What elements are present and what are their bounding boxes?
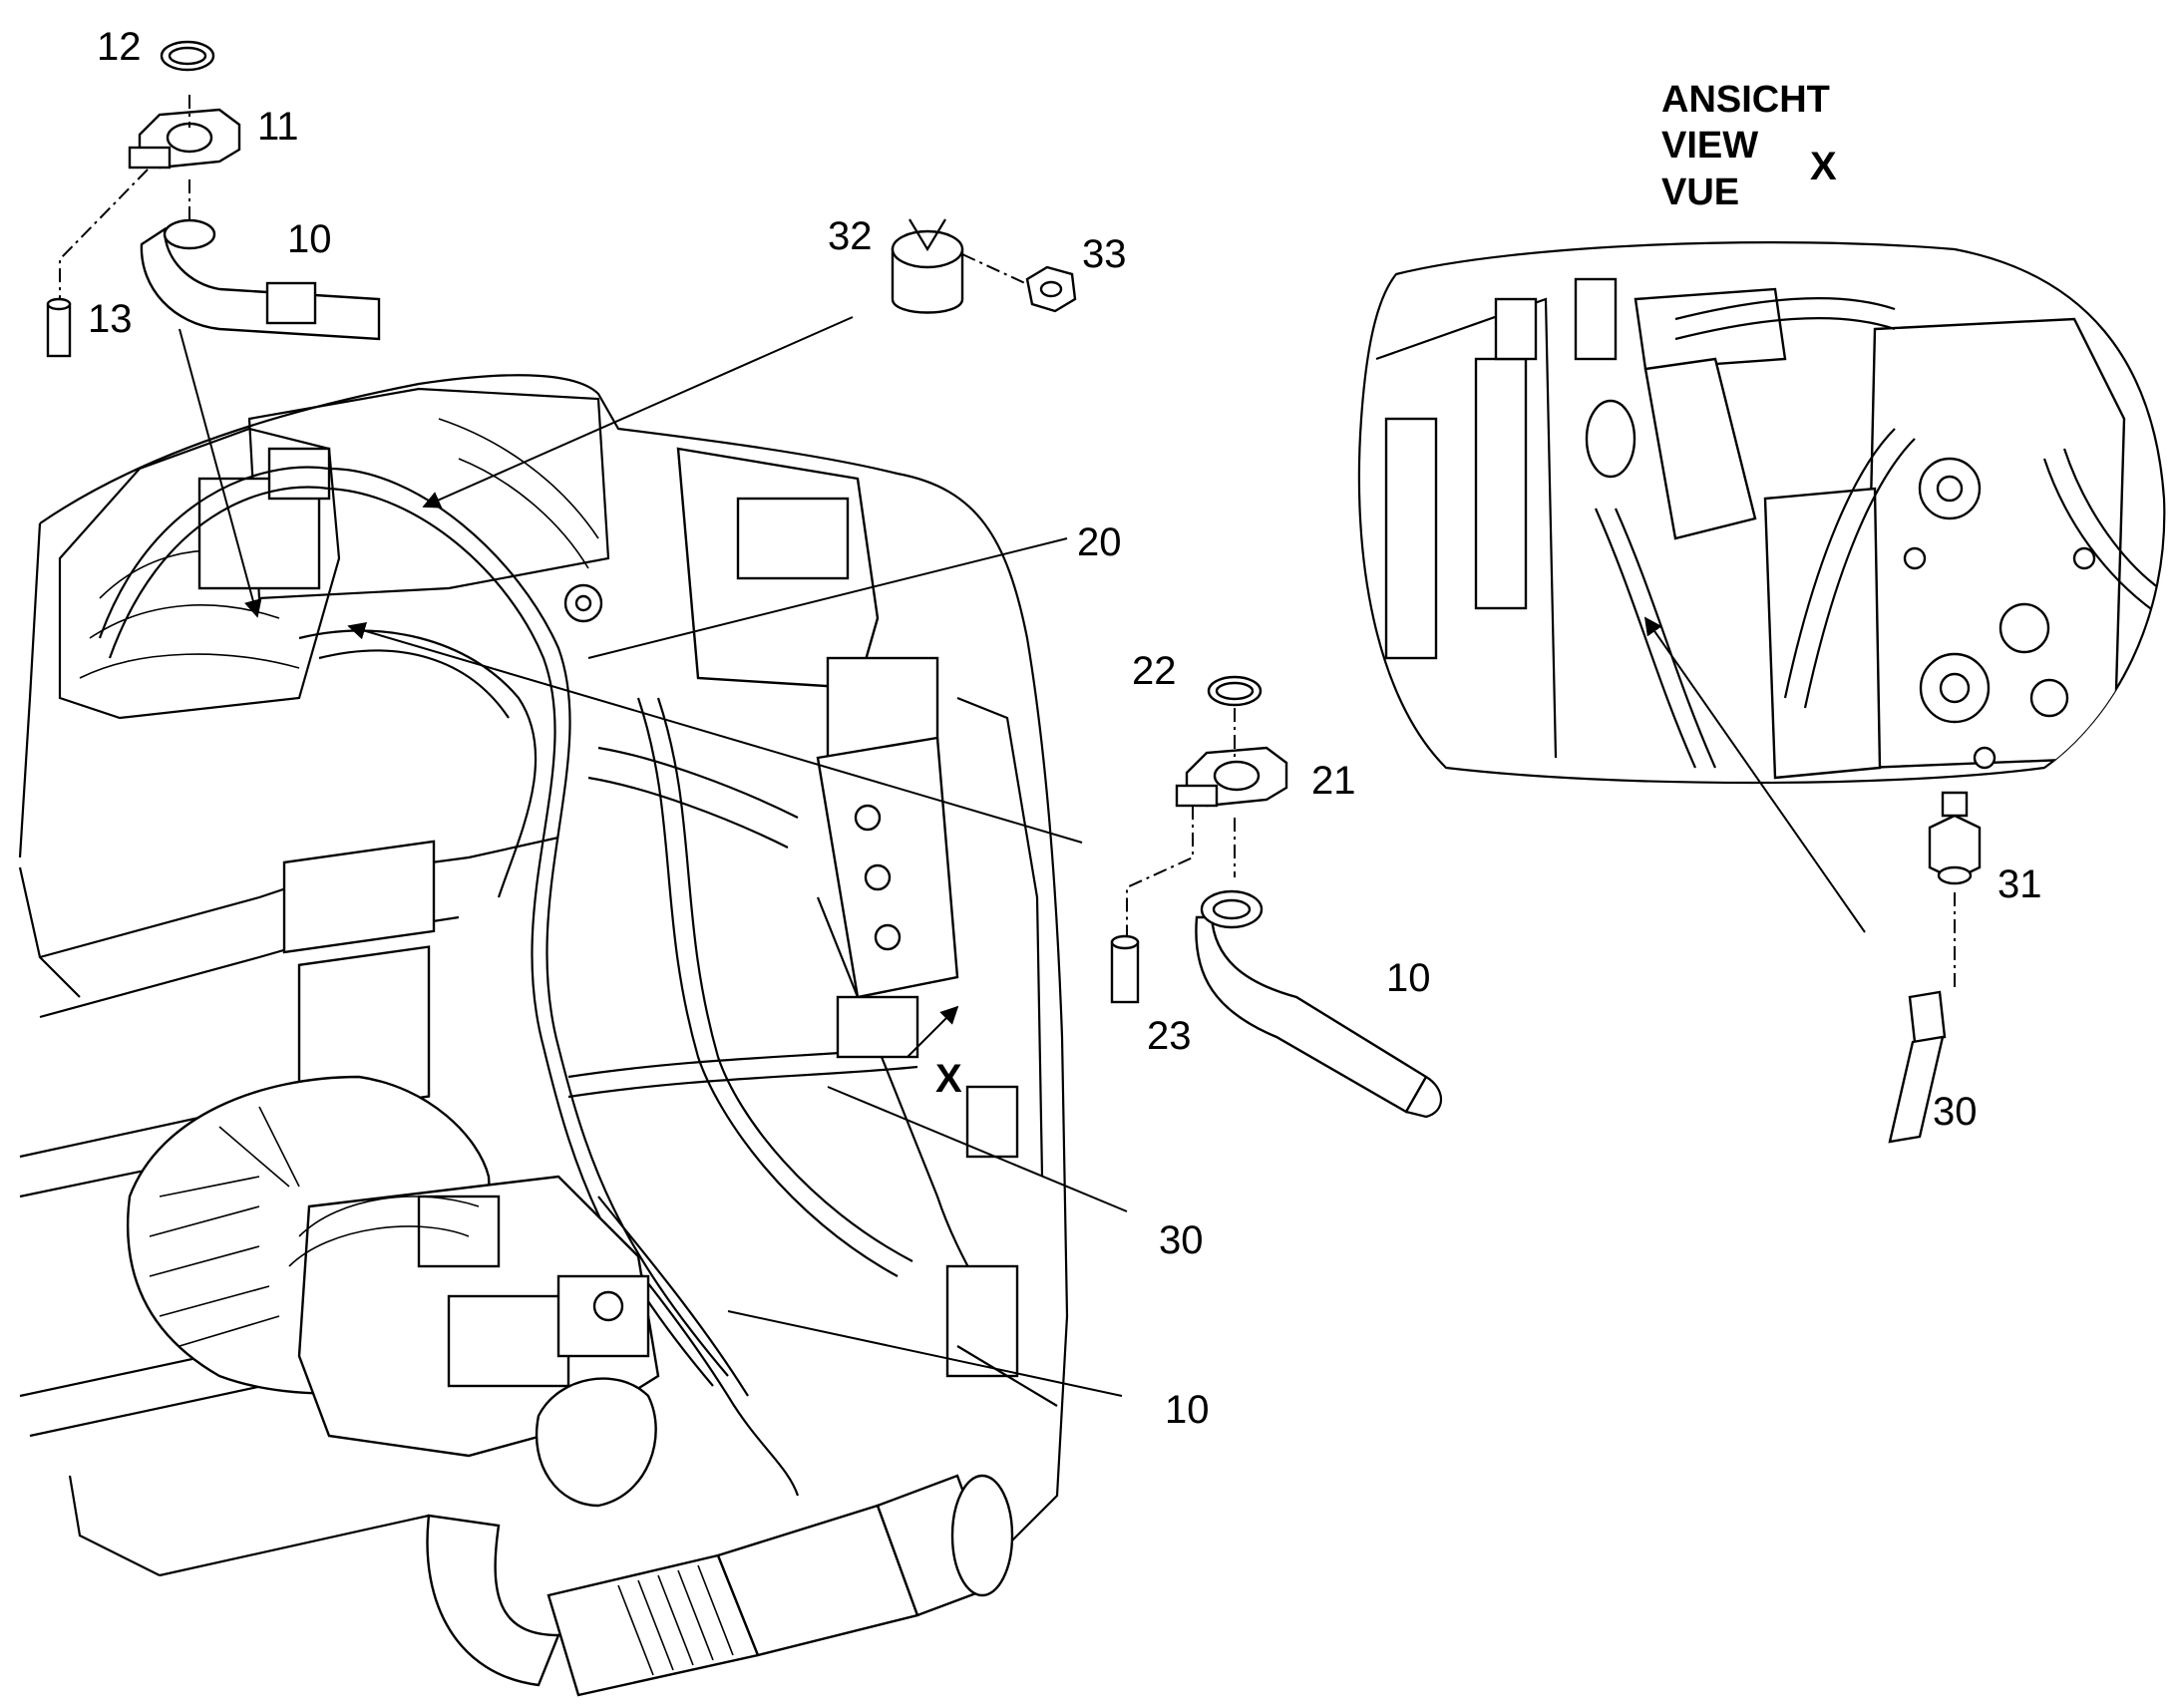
callout-labels: 12 11 10 13 32 33 20 22 21 23 10 31 30 3… xyxy=(88,25,2042,1432)
callout-32: 32 xyxy=(828,214,873,258)
bolt-23 xyxy=(1110,940,1140,1004)
bolt-13 xyxy=(46,302,72,358)
callout-30-detail: 30 xyxy=(1933,1090,1978,1134)
callout-11: 11 xyxy=(257,105,299,149)
callout-20: 20 xyxy=(1077,520,1122,564)
exploded-parts-32-33 xyxy=(891,218,1077,314)
view-label-marker: X xyxy=(1810,145,1837,188)
callout-33: 33 xyxy=(1082,232,1127,276)
elbow-hose-10-top xyxy=(140,226,381,341)
callout-10-mid: 10 xyxy=(1386,956,1431,1000)
elbow-hose-10-mid xyxy=(1195,915,1428,1114)
callout-22: 22 xyxy=(1132,649,1177,693)
view-label-vue: VUE xyxy=(1661,171,1739,213)
exploded-parts-21-22-23 xyxy=(1110,675,1442,1119)
view-label: ANSICHT VIEW VUE X xyxy=(1661,79,1837,213)
view-marker-x-main: X xyxy=(935,1057,962,1101)
detail-view-x xyxy=(1357,241,2166,785)
callout-13: 13 xyxy=(88,297,133,341)
callout-31: 31 xyxy=(1998,862,2042,906)
leader-10-bottom xyxy=(727,1310,1123,1397)
callout-30-main: 30 xyxy=(1159,1218,1204,1262)
callout-21: 21 xyxy=(1311,759,1356,803)
main-assembly-illustration xyxy=(18,374,1069,1697)
view-x-arrow xyxy=(907,1005,959,1058)
leader-lines xyxy=(179,316,1866,1397)
exploded-parts-30-31 xyxy=(1888,791,1982,1144)
leader-32 xyxy=(422,316,854,509)
callout-10-top: 10 xyxy=(287,217,332,261)
callout-10-bottom: 10 xyxy=(1165,1388,1210,1432)
leader-10-top xyxy=(179,328,262,618)
exploded-parts-top-left xyxy=(46,40,381,358)
callout-12: 12 xyxy=(97,25,142,69)
leader-30-detail xyxy=(1643,616,1866,933)
leader-30-main xyxy=(827,1086,1128,1212)
view-label-ansicht: ANSICHT xyxy=(1661,79,1830,121)
hose-30-detail xyxy=(1908,990,1947,1044)
callout-23: 23 xyxy=(1147,1014,1192,1058)
leader-20 xyxy=(587,537,1068,659)
view-label-view: VIEW xyxy=(1661,125,1758,167)
leader-10-mid xyxy=(347,621,1083,844)
